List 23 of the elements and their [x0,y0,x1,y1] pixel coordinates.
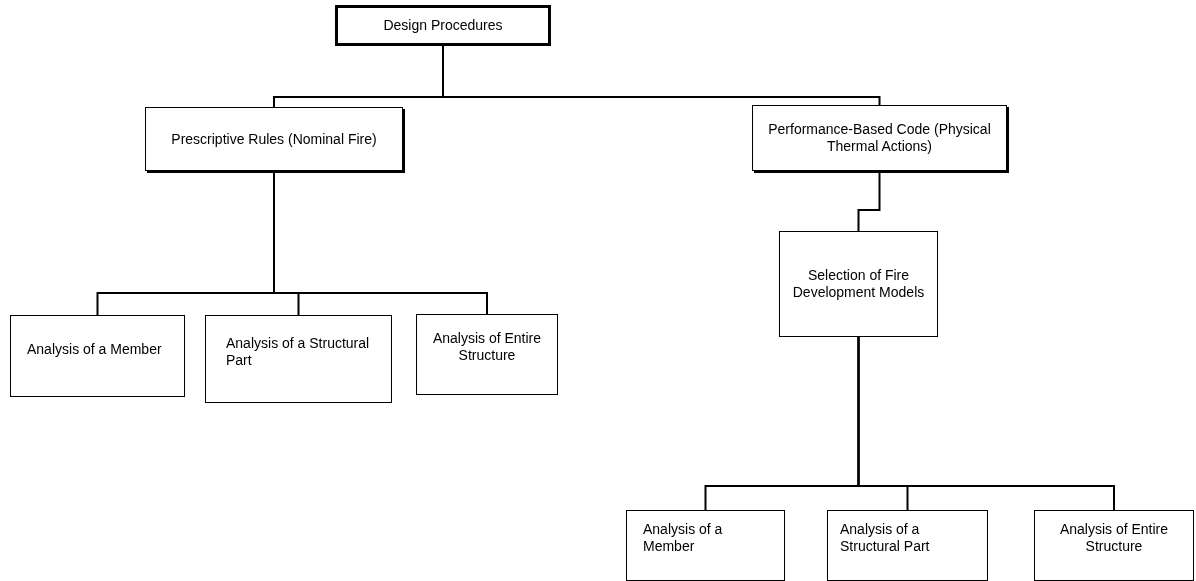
box [335,5,551,46]
box [416,314,558,395]
box-label: Selection of Fire Development Models [791,267,926,301]
box-label: Analysis of a Member [643,520,724,555]
box [827,510,988,581]
box-label: Analysis of Entire Structure [431,329,543,364]
box [145,107,403,171]
box-label: Analysis of a Member [27,340,162,358]
box [779,231,938,337]
box-label: Analysis of Entire Structure [1058,520,1170,555]
box-label: Prescriptive Rules (Nominal Fire) [171,130,377,148]
box [205,315,392,403]
connector-line [857,336,1115,511]
connector-line [273,172,488,315]
box [752,105,1007,171]
box-label: Performance-Based Code (Physical Thermal Actions) [767,121,992,155]
box-label: Analysis of a Structural Part [840,520,931,555]
connector-line [857,172,881,232]
box [1034,510,1194,581]
box [10,315,185,397]
box-label: Design Procedures [383,17,503,34]
box-label: Analysis of a Structural Part [226,335,371,369]
box [626,510,785,581]
